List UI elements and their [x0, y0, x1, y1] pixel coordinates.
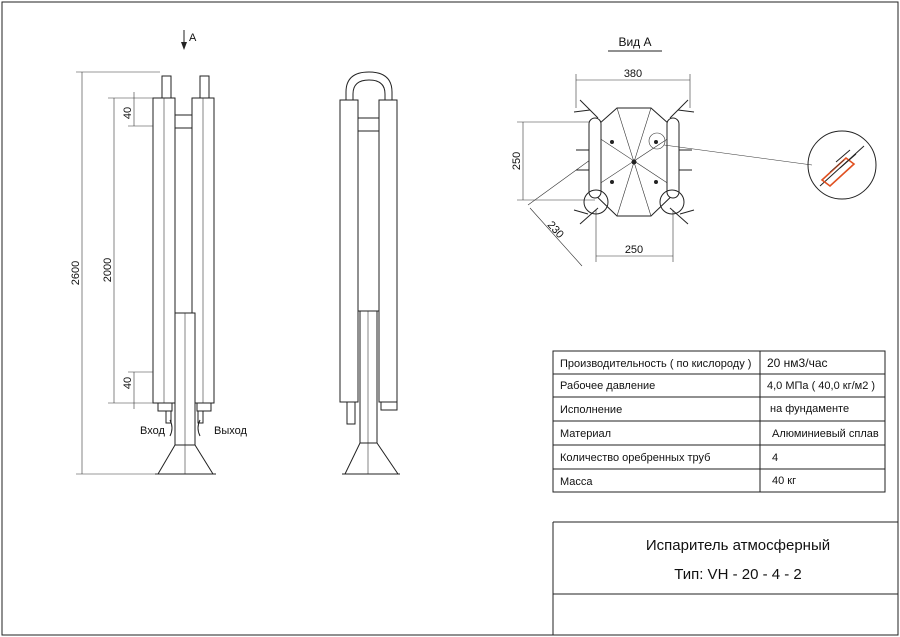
side-view: [339, 71, 400, 475]
spec-table: Производительность ( по кислороду ) 20 н…: [552, 350, 886, 493]
dim-top-offset: 40: [122, 107, 134, 119]
outlet-label: Выход: [214, 425, 247, 437]
view-arrow-label: A: [189, 32, 197, 44]
view-a: Вид А 380 250 230 250: [511, 35, 877, 267]
spec-label: Материал: [560, 428, 611, 440]
spec-value: 40 кг: [772, 475, 796, 487]
inlet-label: Вход: [140, 425, 165, 437]
spec-label: Масса: [560, 476, 593, 488]
dim-fin-length: 2000: [102, 258, 114, 282]
spec-label: Исполнение: [560, 404, 622, 416]
dim-bottom-offset: 40: [122, 377, 134, 389]
drawing-type: Тип: VH - 20 - 4 - 2: [674, 566, 802, 583]
spec-label: Рабочее давление: [560, 380, 655, 392]
front-base: [157, 444, 214, 475]
spec-value: Алюминиевый сплав: [772, 428, 879, 440]
dim-total-height: 2600: [70, 261, 82, 285]
title-block: Испаритель атмосферный Тип: VH - 20 - 4 …: [552, 521, 898, 635]
spec-value: 4: [772, 452, 778, 464]
detail-circle: [807, 130, 877, 200]
dim-width-250: 250: [625, 244, 643, 256]
dim-depth-250: 250: [511, 152, 523, 170]
spec-label: Производительность ( по кислороду ): [560, 358, 751, 370]
dim-width-380: 380: [624, 68, 642, 80]
front-view: A Вход Выход 2600: [70, 30, 247, 475]
dim-diag-230: 230: [545, 219, 566, 241]
side-base: [344, 442, 399, 475]
drawing-title: Испаритель атмосферный: [646, 537, 830, 554]
spec-label: Количество оребренных труб: [560, 452, 710, 464]
spec-value: на фундаменте: [770, 403, 849, 415]
spec-value: 20 нм3/час: [767, 356, 828, 370]
view-a-title: Вид А: [618, 35, 651, 49]
spec-value: 4,0 МПа ( 40,0 кг/м2 ): [767, 380, 875, 392]
